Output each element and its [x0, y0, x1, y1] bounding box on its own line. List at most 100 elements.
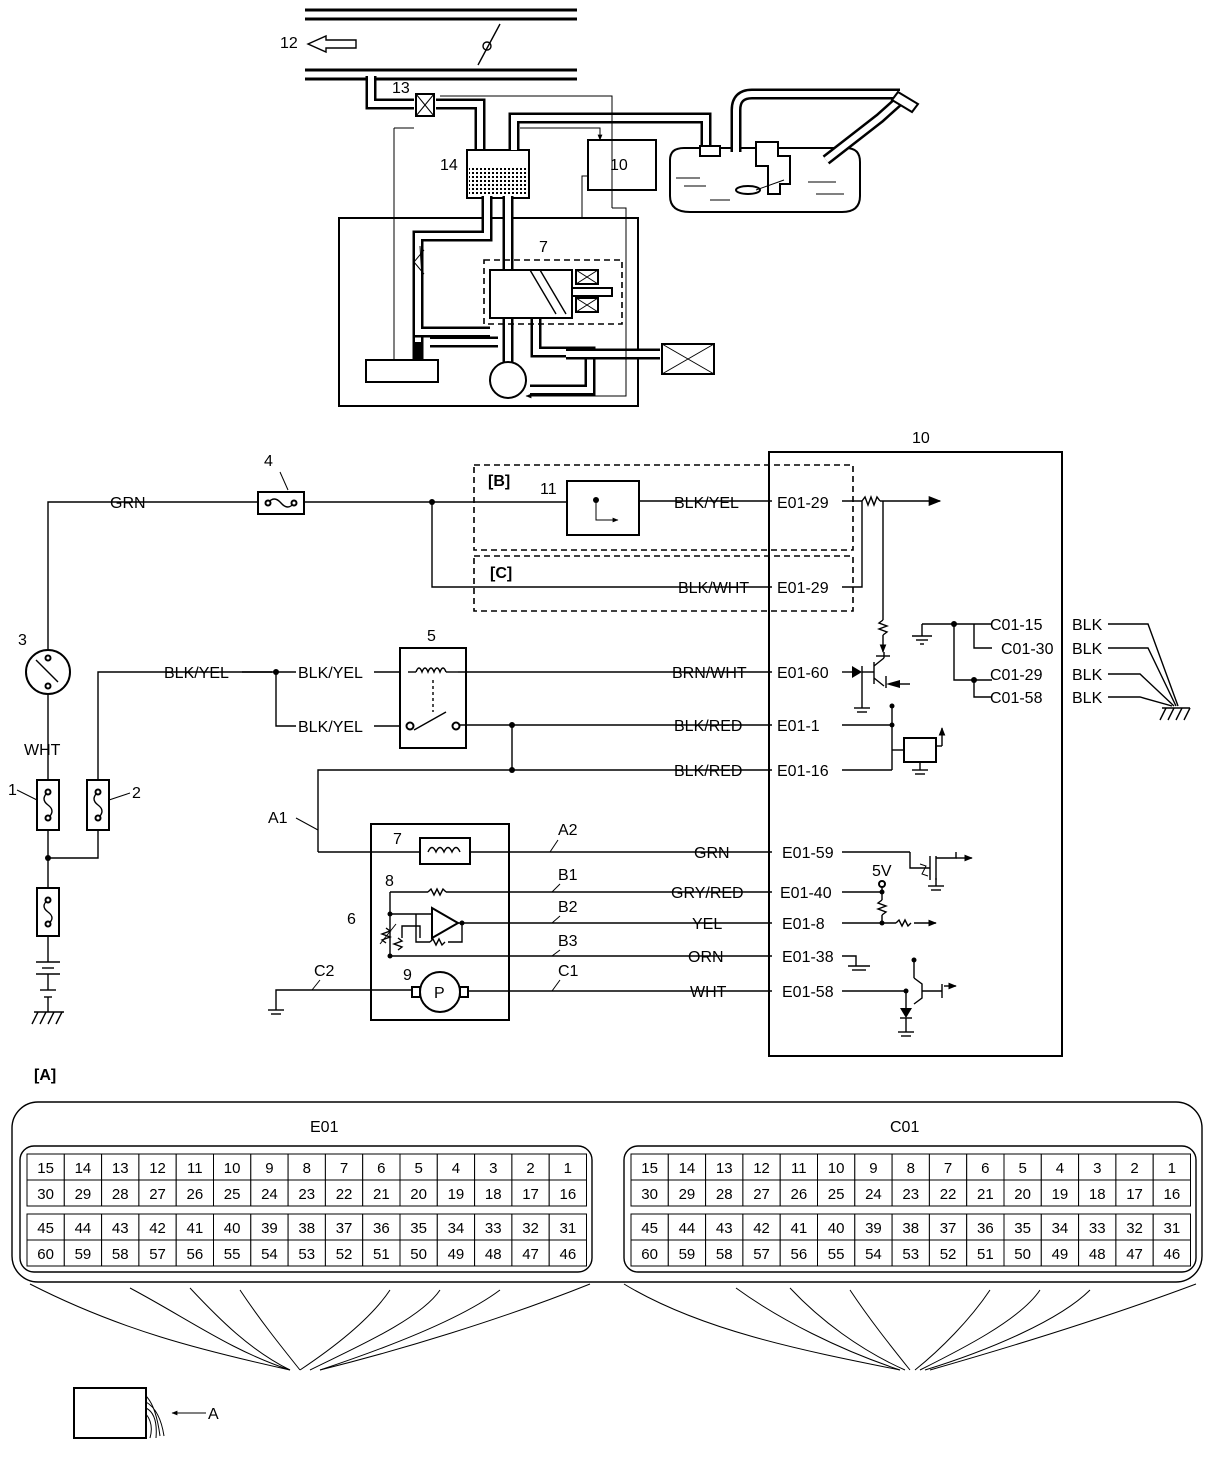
connector-pin-number: 47	[1126, 1246, 1143, 1263]
connector-pin-number: 16	[560, 1186, 577, 1203]
connector-pin-number: 19	[1052, 1186, 1069, 1203]
connector-pin-number: 43	[112, 1220, 129, 1237]
terminal-e01-8: E01-8	[782, 916, 825, 933]
connector-pin-number: 49	[1052, 1246, 1069, 1263]
terminal-e01-60: E01-60	[777, 665, 829, 682]
connector-pin-number: 13	[112, 1160, 129, 1177]
connector-pin-cell	[891, 1153, 930, 1181]
connector-pin-number: 31	[560, 1220, 577, 1237]
connector-pin-number: 44	[75, 1220, 92, 1237]
terminal-e01-1: E01-1	[777, 718, 820, 735]
connector-pin-number: 40	[224, 1220, 241, 1237]
wire-blk-yel-relay-coil: BLK/YEL	[298, 665, 363, 682]
connector-pin-number: 8	[907, 1160, 915, 1177]
connector-pin-number: 37	[336, 1220, 353, 1237]
connector-pin-number: 52	[336, 1246, 353, 1263]
callout-13: 13	[392, 80, 410, 97]
connector-pin-number: 7	[340, 1160, 348, 1177]
connector-pin-cell	[928, 1179, 968, 1207]
connector-pin-number: 12	[753, 1160, 770, 1177]
connector-pin-cell	[928, 1153, 968, 1181]
connector-pin-cell	[436, 1153, 476, 1181]
connector-pin-cell	[548, 1179, 588, 1207]
connector-pin-number: 14	[679, 1160, 696, 1177]
connector-pin-cell	[511, 1153, 550, 1181]
connector-pin-number: 30	[37, 1186, 54, 1203]
pin-a1: A1	[268, 810, 288, 827]
connector-pin-number: 5	[1018, 1160, 1026, 1177]
connector-pin-number: 2	[1130, 1160, 1138, 1177]
connector-pin-number: 8	[303, 1160, 311, 1177]
connector-pin-cell	[213, 1153, 252, 1181]
terminal-e01-38: E01-38	[782, 949, 834, 966]
connector-pin-number: 15	[37, 1160, 54, 1177]
ecm-box-top	[587, 139, 657, 191]
wire-blk-red-1: BLK/RED	[674, 718, 742, 735]
connector-pin-number: 31	[1164, 1220, 1181, 1237]
harness-wire	[319, 1283, 591, 1371]
pin-b3: B3	[558, 933, 578, 950]
connector-pin-number: 48	[485, 1246, 502, 1263]
connector-pin-number: 50	[410, 1246, 427, 1263]
label-frame-c: [C]	[490, 565, 512, 582]
connector-pin-cell	[667, 1213, 707, 1241]
harness-wire	[929, 1283, 1197, 1371]
connector-pin-number: 44	[679, 1220, 696, 1237]
connector-pin-number: 14	[75, 1160, 92, 1177]
connector-pin-number: 36	[373, 1220, 390, 1237]
connector-pin-number: 39	[261, 1220, 278, 1237]
harness-wire	[29, 1283, 291, 1371]
harness-wire	[299, 1289, 391, 1371]
wire-brn-wht: BRN/WHT	[672, 665, 747, 682]
connector-pin-cell	[436, 1213, 476, 1241]
connector-pin-number: 29	[75, 1186, 92, 1203]
connector-pin-cell	[891, 1213, 930, 1241]
pin-c2: C2	[314, 963, 335, 980]
connector-pin-number: 18	[1089, 1186, 1106, 1203]
terminal-c01-29: C01-29	[990, 667, 1043, 684]
connector-pin-number: 42	[753, 1220, 770, 1237]
connector-pin-cell	[1040, 1179, 1080, 1207]
connector-pin-number: 33	[1089, 1220, 1106, 1237]
vacuum-pump	[489, 361, 527, 399]
connector-pin-cell	[1078, 1153, 1117, 1181]
callout-5: 5	[427, 628, 436, 645]
terminal-c01-30: C01-30	[1001, 641, 1054, 658]
callout-3: 3	[18, 632, 27, 649]
connector-pin-number: 22	[940, 1186, 957, 1203]
connector-pin-number: 3	[1093, 1160, 1101, 1177]
connector-pin-cell	[630, 1239, 669, 1267]
connector-pin-cell	[779, 1179, 819, 1207]
terminal-e01-29-c: E01-29	[777, 580, 829, 597]
connector-pin-cell	[1078, 1213, 1117, 1241]
connector-pin-cell	[362, 1179, 401, 1207]
wire-harness	[29, 1283, 1197, 1371]
terminal-e01-59: E01-59	[782, 845, 834, 862]
connector-pin-number: 35	[1014, 1220, 1031, 1237]
connector-pin-number: 60	[37, 1246, 54, 1263]
connector-pin-cell	[966, 1179, 1005, 1207]
pin-b1: B1	[558, 867, 578, 884]
connector-pin-cell	[436, 1239, 476, 1267]
connector-pin-cell	[1003, 1239, 1042, 1267]
connector-pin-cell	[474, 1179, 513, 1207]
harness-wire	[735, 1287, 901, 1371]
connector-pin-cell	[250, 1153, 289, 1181]
connector-pin-number: 25	[224, 1186, 241, 1203]
connector-pin-number: 55	[224, 1246, 241, 1263]
connector-pin-number: 49	[448, 1246, 465, 1263]
wiring-schematic: 10 GRN 4 [B] 11 BLK/YEL E01-29 [C] BLK/W…	[8, 430, 1191, 1057]
connector-pin-number: 45	[37, 1220, 54, 1237]
wire-yel: YEL	[692, 916, 722, 933]
connector-pin-number: 13	[716, 1160, 733, 1177]
connector-pin-number: 12	[149, 1160, 166, 1177]
air-filter	[365, 359, 439, 383]
connector-pin-number: 46	[560, 1246, 577, 1263]
connector-pin-number: 51	[373, 1246, 390, 1263]
connector-pin-number: 47	[522, 1246, 539, 1263]
label-frame-b: [B]	[488, 473, 510, 490]
connector-pin-cell	[138, 1153, 177, 1181]
connector-pin-number: 26	[187, 1186, 204, 1203]
